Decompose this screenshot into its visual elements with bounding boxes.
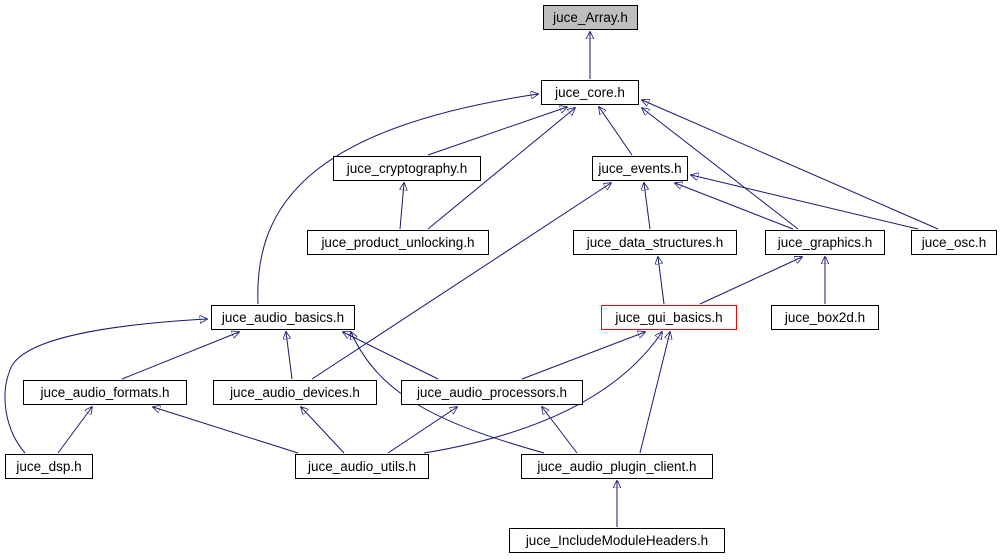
node-juce_core[interactable]: juce_core.h	[541, 80, 639, 105]
node-juce_audio_plugin_client[interactable]: juce_audio_plugin_client.h	[521, 454, 713, 479]
edge-audio_utils-audio_processors	[387, 407, 457, 454]
edge-audio_basics-core	[257, 94, 538, 305]
edge-audio_utils-audio_devices	[301, 407, 345, 454]
node-juce_IncludeModuleHeaders[interactable]: juce_IncludeModuleHeaders.h	[509, 528, 725, 553]
edge-gui_basics-data_structures	[658, 257, 665, 305]
edge-product_unlocking-cryptography	[400, 183, 404, 230]
edge-dsp-audio_formats	[57, 407, 92, 454]
node-juce_osc[interactable]: juce_osc.h	[911, 230, 997, 255]
edge-audio_formats-audio_basics	[121, 332, 239, 380]
node-juce_audio_formats[interactable]: juce_audio_formats.h	[23, 380, 187, 405]
edge-osc-events	[691, 175, 919, 230]
edge-audio_devices-events	[311, 183, 611, 380]
node-juce_cryptography[interactable]: juce_cryptography.h	[333, 156, 481, 181]
node-juce_product_unlocking[interactable]: juce_product_unlocking.h	[307, 230, 489, 255]
edge-audio_processors-audio_basics	[343, 332, 439, 380]
edge-plugin_client-gui_basics	[639, 332, 670, 454]
edge-graphics-events	[675, 183, 794, 230]
edge-plugin_client-audio_processors	[542, 407, 578, 454]
edge-audio_devices-audio_basics	[286, 332, 293, 380]
edge-audio_utils-audio_formats	[153, 407, 299, 454]
node-juce_dsp[interactable]: juce_dsp.h	[5, 454, 93, 479]
node-juce_box2d[interactable]: juce_box2d.h	[771, 305, 879, 330]
edge-data_structures-events	[644, 183, 651, 230]
node-juce_audio_utils[interactable]: juce_audio_utils.h	[295, 454, 429, 479]
node-juce_Array[interactable]: juce_Array.h	[543, 5, 638, 30]
node-juce_audio_processors[interactable]: juce_audio_processors.h	[401, 380, 583, 405]
node-juce_data_structures[interactable]: juce_data_structures.h	[573, 230, 737, 255]
edge-events-core	[599, 107, 633, 156]
edge-gui_basics-graphics	[699, 257, 802, 305]
node-juce_audio_basics[interactable]: juce_audio_basics.h	[211, 305, 355, 330]
node-juce_graphics[interactable]: juce_graphics.h	[765, 230, 885, 255]
node-juce_gui_basics[interactable]: juce_gui_basics.h	[601, 305, 737, 330]
edge-cryptography-core	[427, 107, 567, 156]
node-juce_events[interactable]: juce_events.h	[592, 156, 688, 181]
edge-audio_processors-gui_basics	[521, 332, 645, 380]
node-juce_audio_devices[interactable]: juce_audio_devices.h	[213, 380, 377, 405]
